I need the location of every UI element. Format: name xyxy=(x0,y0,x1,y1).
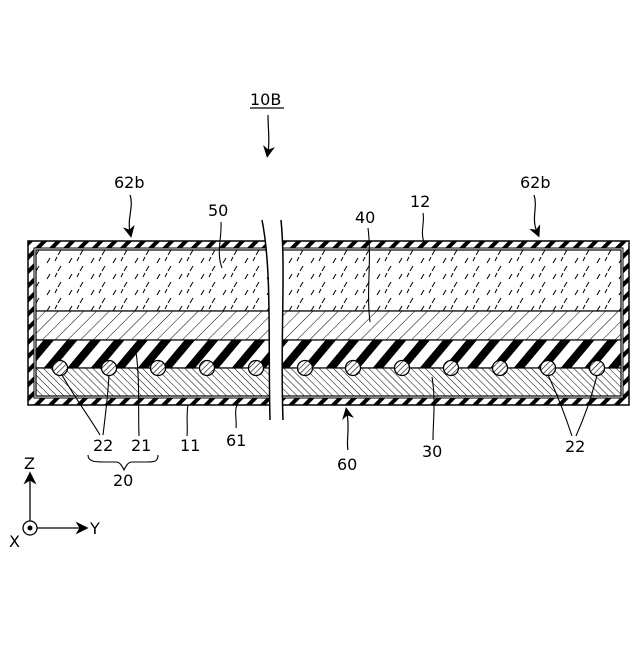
label-40: 40 xyxy=(355,208,375,227)
label-12: 12 xyxy=(410,192,430,211)
axis-indicator xyxy=(23,478,82,535)
label-30: 30 xyxy=(422,442,442,461)
label-21: 21 xyxy=(131,436,151,455)
axis-x-label: X xyxy=(9,532,20,551)
axis-y-label: Y xyxy=(89,519,100,538)
axis-z-label: Z xyxy=(24,454,35,473)
label-62b-right: 62b xyxy=(520,173,551,192)
label-11: 11 xyxy=(180,436,200,455)
label-62b-left: 62b xyxy=(114,173,145,192)
layer-21 xyxy=(36,340,621,368)
label-20: 20 xyxy=(113,471,133,490)
main-label: 10B xyxy=(250,90,281,109)
label-22-right: 22 xyxy=(565,437,585,456)
label-60: 60 xyxy=(337,455,357,474)
brace-20 xyxy=(88,455,158,470)
layer-30 xyxy=(36,368,621,396)
layer-40 xyxy=(36,311,621,340)
label-61: 61 xyxy=(226,431,246,450)
layer-50 xyxy=(36,250,621,311)
label-50: 50 xyxy=(208,201,228,220)
label-22-left: 22 xyxy=(93,436,113,455)
